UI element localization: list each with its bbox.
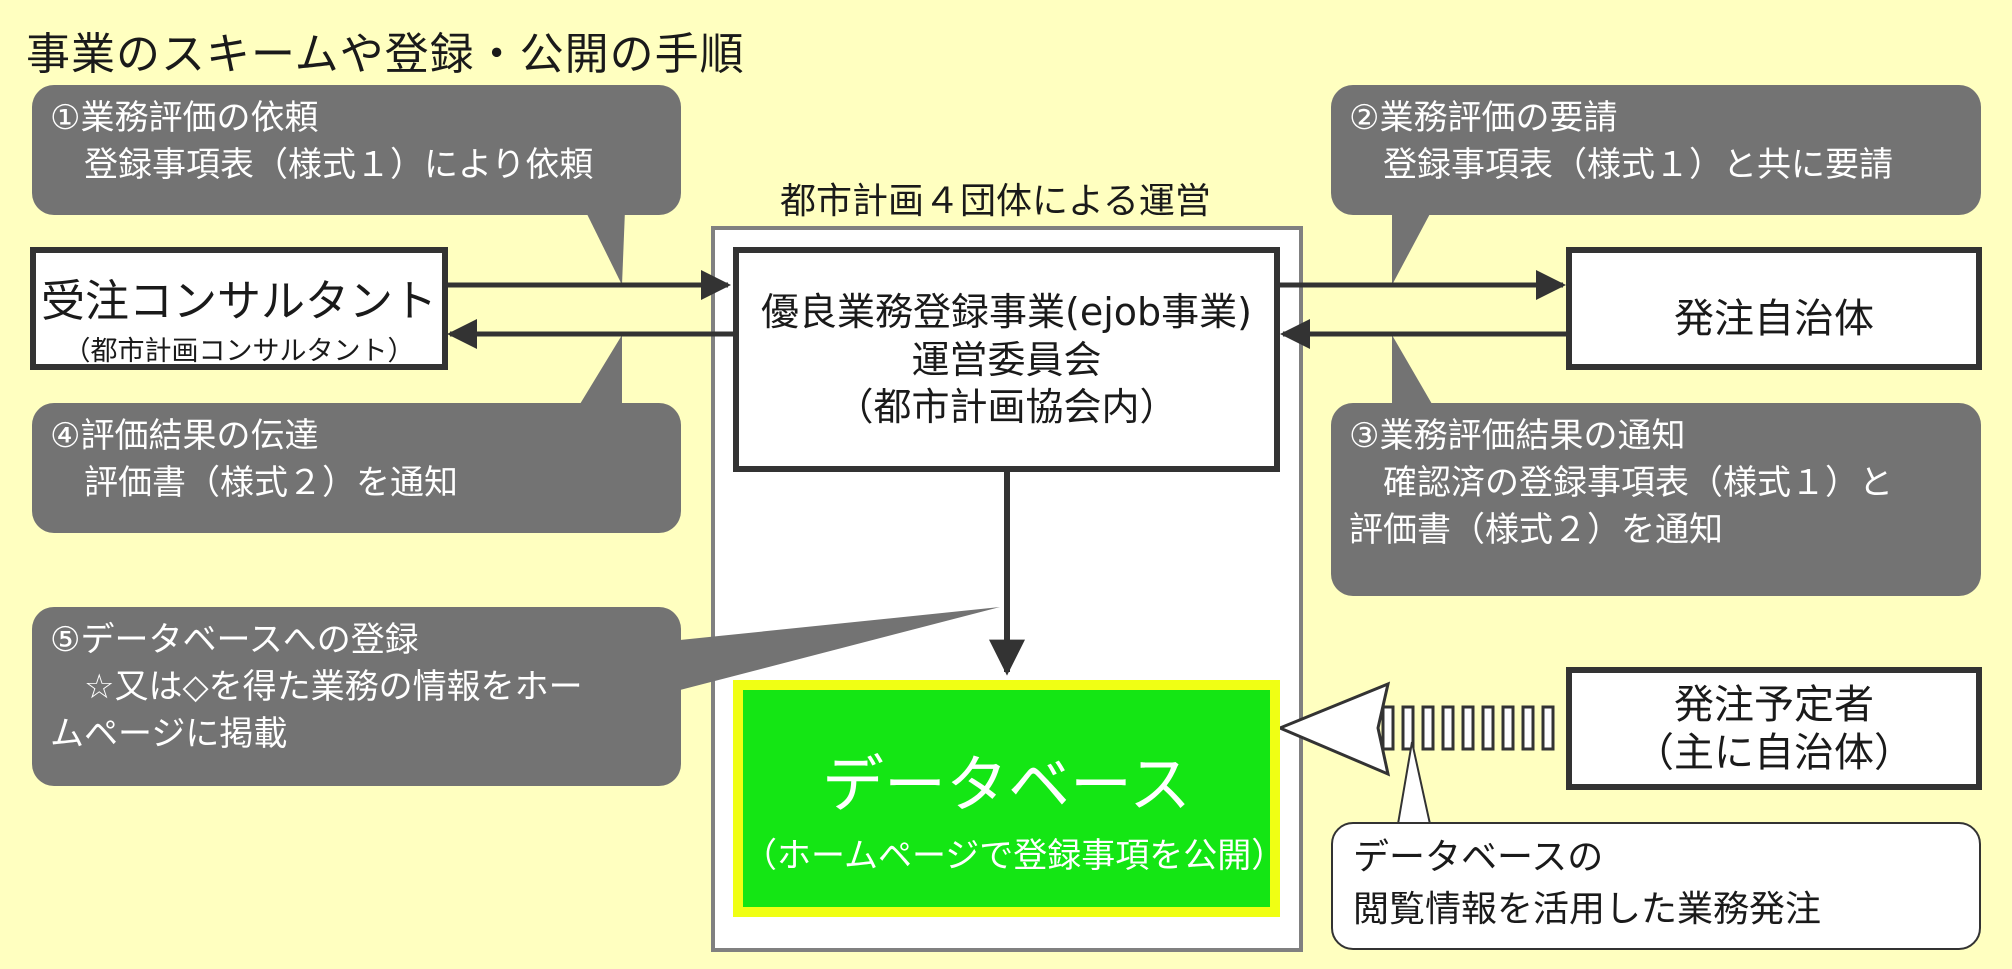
step2-callout-tail [1392, 210, 1432, 285]
step5-heading: ⑤データベースへの登録 [50, 620, 419, 660]
step1-callout-tail [585, 210, 625, 285]
page-title: 事業のスキームや登録・公開の手順 [26, 29, 745, 80]
step3-callout: ③業務評価結果の通知 確認済の登録事項表（様式１）と 評価書（様式２）を通知 [1331, 403, 1981, 596]
prospective-line2: （主に自治体） [1634, 730, 1914, 776]
note-tail [1396, 741, 1432, 825]
step5-callout-tail [680, 607, 1000, 690]
arrow-prospective-to-database [1276, 681, 1555, 777]
step1-callout: ①業務評価の依頼 登録事項表（様式１）により依頼 [32, 85, 681, 215]
note-bubble: データベースの 閲覧情報を活用した業務発注 [1331, 822, 1981, 950]
step5-callout: ⑤データベースへの登録 ☆又は◇を得た業務の情報をホー ムページに掲載 [32, 607, 681, 786]
operations-label: 都市計画４団体による運営 [780, 181, 1211, 222]
step4-callout-tail [580, 335, 622, 404]
note-line2: 閲覧情報を活用した業務発注 [1353, 889, 1822, 931]
municipality-box: 発注自治体 [1566, 247, 1982, 370]
step2-heading: ②業務評価の要請 [1349, 98, 1618, 138]
committee-line3: （都市計画協会内） [835, 385, 1178, 429]
step3-callout-tail [1392, 335, 1432, 404]
step2-body: 登録事項表（様式１）と共に要請 [1349, 144, 1893, 185]
note-line1: データベースの [1353, 837, 1604, 878]
database-sub: （ホームページで登録事項を公開） [743, 836, 1286, 876]
step3-body: 確認済の登録事項表（様式１）と 評価書（様式２）を通知 [1349, 462, 1893, 550]
municipality-name: 発注自治体 [1674, 296, 1874, 342]
database-box: データベース （ホームページで登録事項を公開） [733, 680, 1286, 917]
database-name: データベース [822, 748, 1191, 821]
step5-body: ☆又は◇を得た業務の情報をホー ムページに掲載 [50, 666, 583, 754]
step4-heading: ④評価結果の伝達 [50, 416, 319, 456]
step4-callout: ④評価結果の伝達 評価書（様式２）を通知 [32, 403, 681, 533]
consultant-sub: （都市計画コンサルタント） [63, 336, 415, 367]
consultant-box: 受注コンサルタント （都市計画コンサルタント） [30, 247, 448, 370]
step3-heading: ③業務評価結果の通知 [1349, 416, 1686, 456]
committee-line1: 優良業務登録事業(ejob事業) [761, 290, 1252, 334]
step4-body: 評価書（様式２）を通知 [50, 462, 458, 503]
committee-line2: 運営委員会 [911, 337, 1102, 382]
step2-callout: ②業務評価の要請 登録事項表（様式１）と共に要請 [1331, 85, 1981, 215]
prospective-line1: 発注予定者 [1674, 682, 1874, 728]
committee-box: 優良業務登録事業(ejob事業) 運営委員会 （都市計画協会内） [733, 247, 1280, 472]
prospective-box: 発注予定者 （主に自治体） [1566, 667, 1982, 790]
step1-heading: ①業務評価の依頼 [50, 98, 319, 138]
consultant-name: 受注コンサルタント [41, 276, 437, 327]
step1-body: 登録事項表（様式１）により依頼 [50, 144, 594, 185]
